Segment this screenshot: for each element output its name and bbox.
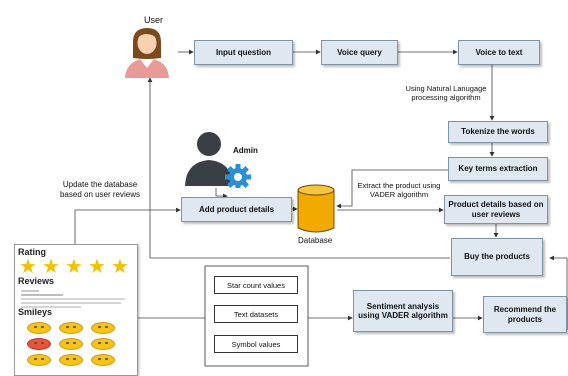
smiley-icon bbox=[91, 322, 115, 334]
key-terms-box: Key terms extraction bbox=[448, 157, 548, 181]
buy-products-box: Buy the products bbox=[451, 238, 543, 276]
smiley-icon bbox=[27, 322, 51, 334]
voice-to-text-box: Voice to text bbox=[458, 40, 540, 65]
star-icon: ★ bbox=[42, 256, 60, 278]
update-db-annotation: Update the database based on user review… bbox=[59, 180, 141, 199]
voice-query-box: Voice query bbox=[321, 40, 398, 65]
add-product-box: Add product details bbox=[181, 197, 292, 222]
user-icon bbox=[122, 26, 172, 78]
angry-smiley-icon bbox=[27, 338, 51, 350]
database-icon bbox=[296, 184, 336, 236]
arrow-reviews-to-add bbox=[74, 207, 181, 244]
arrow-admin-to-add bbox=[215, 188, 228, 199]
smileys-title: Smileys bbox=[18, 307, 53, 317]
database-label: Database bbox=[298, 236, 333, 245]
admin-label: Admin bbox=[233, 146, 258, 155]
recommend-box: Recommend the products bbox=[483, 296, 567, 333]
star-icon: ★ bbox=[88, 256, 106, 278]
admin-icon bbox=[183, 130, 253, 190]
text-datasets-box: Text datasets bbox=[214, 305, 298, 323]
review-text-lines bbox=[21, 290, 131, 308]
smiley-icon bbox=[59, 322, 83, 334]
arrow-recommend-to-buy bbox=[549, 255, 568, 330]
smiley-icon bbox=[59, 338, 83, 350]
nlp-annotation: Using Natural Lanugage processing algori… bbox=[405, 84, 487, 102]
extract-annotation: Extract the product using VADER algorith… bbox=[357, 181, 441, 199]
arrow-buy-to-user bbox=[147, 77, 450, 259]
tokenize-box: Tokenize the words bbox=[448, 121, 548, 143]
star-icon: ★ bbox=[65, 256, 83, 278]
review-panel: Rating ★ ★ ★ ★ ★ Reviews Smileys bbox=[14, 244, 138, 376]
smiley-icon bbox=[91, 354, 115, 366]
smiley-icon bbox=[91, 338, 115, 350]
user-label: User bbox=[144, 15, 164, 25]
reviews-title: Reviews bbox=[18, 276, 55, 286]
smiley-icon bbox=[59, 354, 83, 366]
star-icon: ★ bbox=[111, 256, 129, 278]
symbol-values-box: Symbol values bbox=[214, 335, 298, 353]
rating-title: Rating bbox=[18, 247, 46, 257]
smiley-icon bbox=[27, 354, 51, 366]
product-details-box: Product details based on user reviews bbox=[444, 195, 548, 224]
star-count-box: Star count values bbox=[214, 276, 298, 294]
input-question-box: Input question bbox=[194, 40, 293, 65]
star-icon: ★ bbox=[19, 256, 37, 278]
sentiment-box: Sentiment analysis using VADER algorithm bbox=[353, 290, 453, 332]
arrow-keyterms-to-db bbox=[336, 169, 448, 209]
